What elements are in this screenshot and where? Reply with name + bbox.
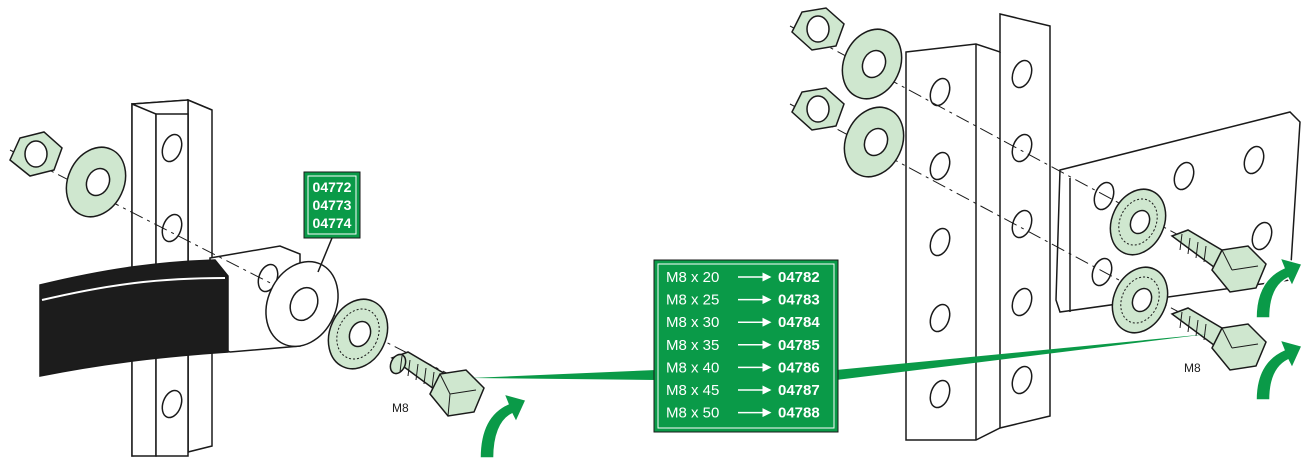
bolt-icon xyxy=(1170,307,1267,371)
washer-icon xyxy=(65,146,127,218)
washer-ref-3: 04774 xyxy=(313,215,352,231)
rotate-arrow-icon xyxy=(1255,338,1304,401)
busbar-hole xyxy=(161,389,183,419)
busbar-hole xyxy=(161,213,183,243)
bolt-table-row: M8 x 20 04782 xyxy=(666,269,820,286)
bolt-size: M8 x 40 xyxy=(666,359,719,376)
nut-icon xyxy=(791,87,845,131)
bolt-table-row: M8 x 25 04783 xyxy=(666,292,820,309)
bolt-ref: 04785 xyxy=(778,337,820,354)
bolt-size: M8 x 20 xyxy=(666,269,719,286)
bolt-size: M8 x 30 xyxy=(666,314,719,331)
bolt-size: M8 x 45 xyxy=(666,382,719,399)
nut-icon xyxy=(791,7,845,51)
washer-part-label: 04772 04773 04774 xyxy=(303,171,361,239)
bolt-size: M8 x 35 xyxy=(666,337,719,354)
bolt-table-row: M8 x 45 04787 xyxy=(666,382,820,399)
flexible-bar xyxy=(39,245,301,377)
washer-label-leader xyxy=(317,237,333,273)
rotate-arrow-icon xyxy=(479,392,528,459)
serrated-washer-icon xyxy=(1111,266,1169,334)
washer-icon xyxy=(843,106,905,178)
washer-ref-2: 04773 xyxy=(313,197,352,213)
bolt-icon xyxy=(389,351,485,417)
bolt-table-pointer-left xyxy=(470,370,656,380)
bolt-ref: 04787 xyxy=(778,382,820,399)
bolt-table-row: M8 x 35 04785 xyxy=(666,337,820,354)
right-upright xyxy=(905,13,1051,441)
bolt-ref: 04786 xyxy=(778,359,820,376)
bolt-ref: 04782 xyxy=(778,269,820,286)
serrated-washer-icon xyxy=(1109,188,1167,256)
bolt-table-row: M8 x 50 04788 xyxy=(666,405,820,422)
nut-icon xyxy=(9,131,63,177)
right-assembly xyxy=(789,7,1304,441)
bolt-size-label-right: M8 xyxy=(1184,361,1201,375)
washer-icon xyxy=(841,28,903,100)
bolt-ref: 04784 xyxy=(778,314,820,331)
bolt-size-label-left: M8 xyxy=(392,401,409,415)
bolt-ref: 04788 xyxy=(778,405,820,422)
bolt-table-row: M8 x 30 04784 xyxy=(666,314,820,331)
serrated-washer-icon xyxy=(327,298,389,370)
bolt-table-pointer-right xyxy=(836,334,1208,380)
washer-ref-1: 04772 xyxy=(313,179,352,195)
bolt-table-row: M8 x 40 04786 xyxy=(666,359,820,376)
right-plate xyxy=(1055,111,1301,313)
rotate-arrow-icon xyxy=(1255,256,1304,319)
left-assembly xyxy=(9,98,528,459)
bolt-size: M8 x 50 xyxy=(666,405,719,422)
bolt-size: M8 x 25 xyxy=(666,292,719,309)
bolt-ref: 04783 xyxy=(778,292,820,309)
bolt-icon xyxy=(1170,229,1267,293)
busbar-hole xyxy=(161,133,183,163)
